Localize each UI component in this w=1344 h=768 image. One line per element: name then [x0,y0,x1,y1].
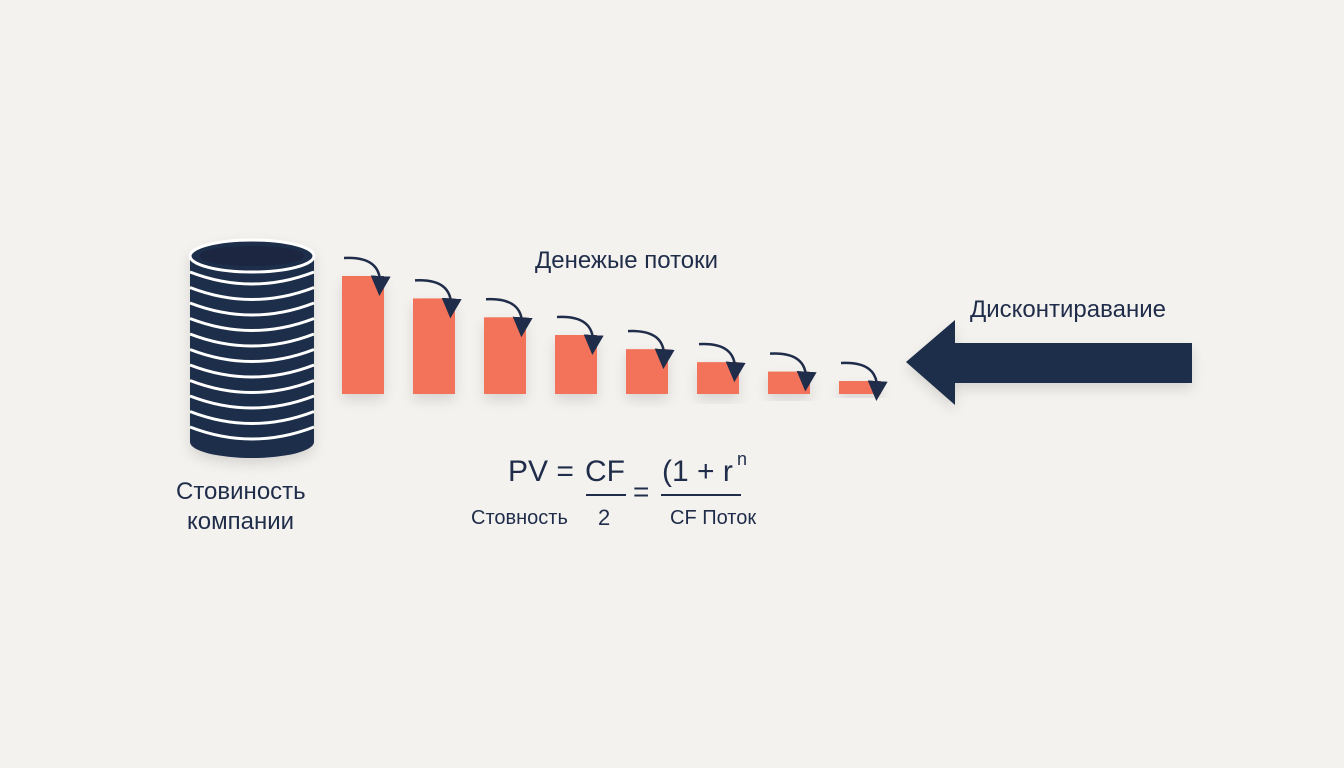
company-value-label-line2: компании [187,508,295,535]
curved-arrow-icon [698,342,746,383]
curved-arrow-icon [556,315,604,355]
discounting-label: Дисконтиравание [970,296,1166,323]
coin-ring [189,379,315,394]
curved-arrow-icon [485,298,533,338]
curved-arrow-icon [414,279,462,319]
cash-flow-bar [626,349,668,394]
formula-value-label: Стовность [471,507,568,529]
cash-flow-bar [555,335,597,394]
coin-ring [189,363,315,379]
coin-ring [189,332,315,348]
cash-flow-bar [768,371,810,394]
formula-exponent: n [737,449,748,469]
coin-ring [189,317,315,332]
cash-flow-bars [342,256,888,401]
coin-ring [189,348,315,363]
formula-numerator: (1 + r [662,455,733,488]
company-value-label-line1: Стовиность [176,478,306,505]
curved-arrow-icon [343,256,391,296]
cash-flow-bar [697,362,739,394]
coin-stack-bottom [190,426,314,458]
coin-ring [189,425,315,441]
cash-flow-bar [342,276,384,394]
cash-flow-bar [413,298,455,394]
curved-arrow-icon [840,361,888,401]
coin-ring [189,270,315,286]
cash-flows-title: Денежые потоки [535,247,719,274]
formula-denominator: CF Поток [670,507,757,529]
fraction-line-left [586,494,626,496]
coin-ring [189,410,315,425]
curved-arrow-icon [769,352,817,392]
formula-cf: CF [585,455,625,488]
cash-flow-bar [839,381,881,394]
coin-ring [189,301,315,317]
coin-rings [189,270,315,441]
formula-two: 2 [598,505,611,530]
coin-stack-body [190,256,314,442]
left-arrow-icon [906,320,1192,405]
curved-arrow-icon [627,329,675,370]
coin-stack-top-inner [200,246,304,266]
formula-pv: PV = [508,455,574,488]
coin-ring [189,394,315,410]
coin-stack-icon [188,238,316,458]
cash-flow-bar [484,317,526,394]
fraction-line-right [661,494,741,496]
coin-ring [189,286,315,301]
formula-equals: = [633,476,650,507]
